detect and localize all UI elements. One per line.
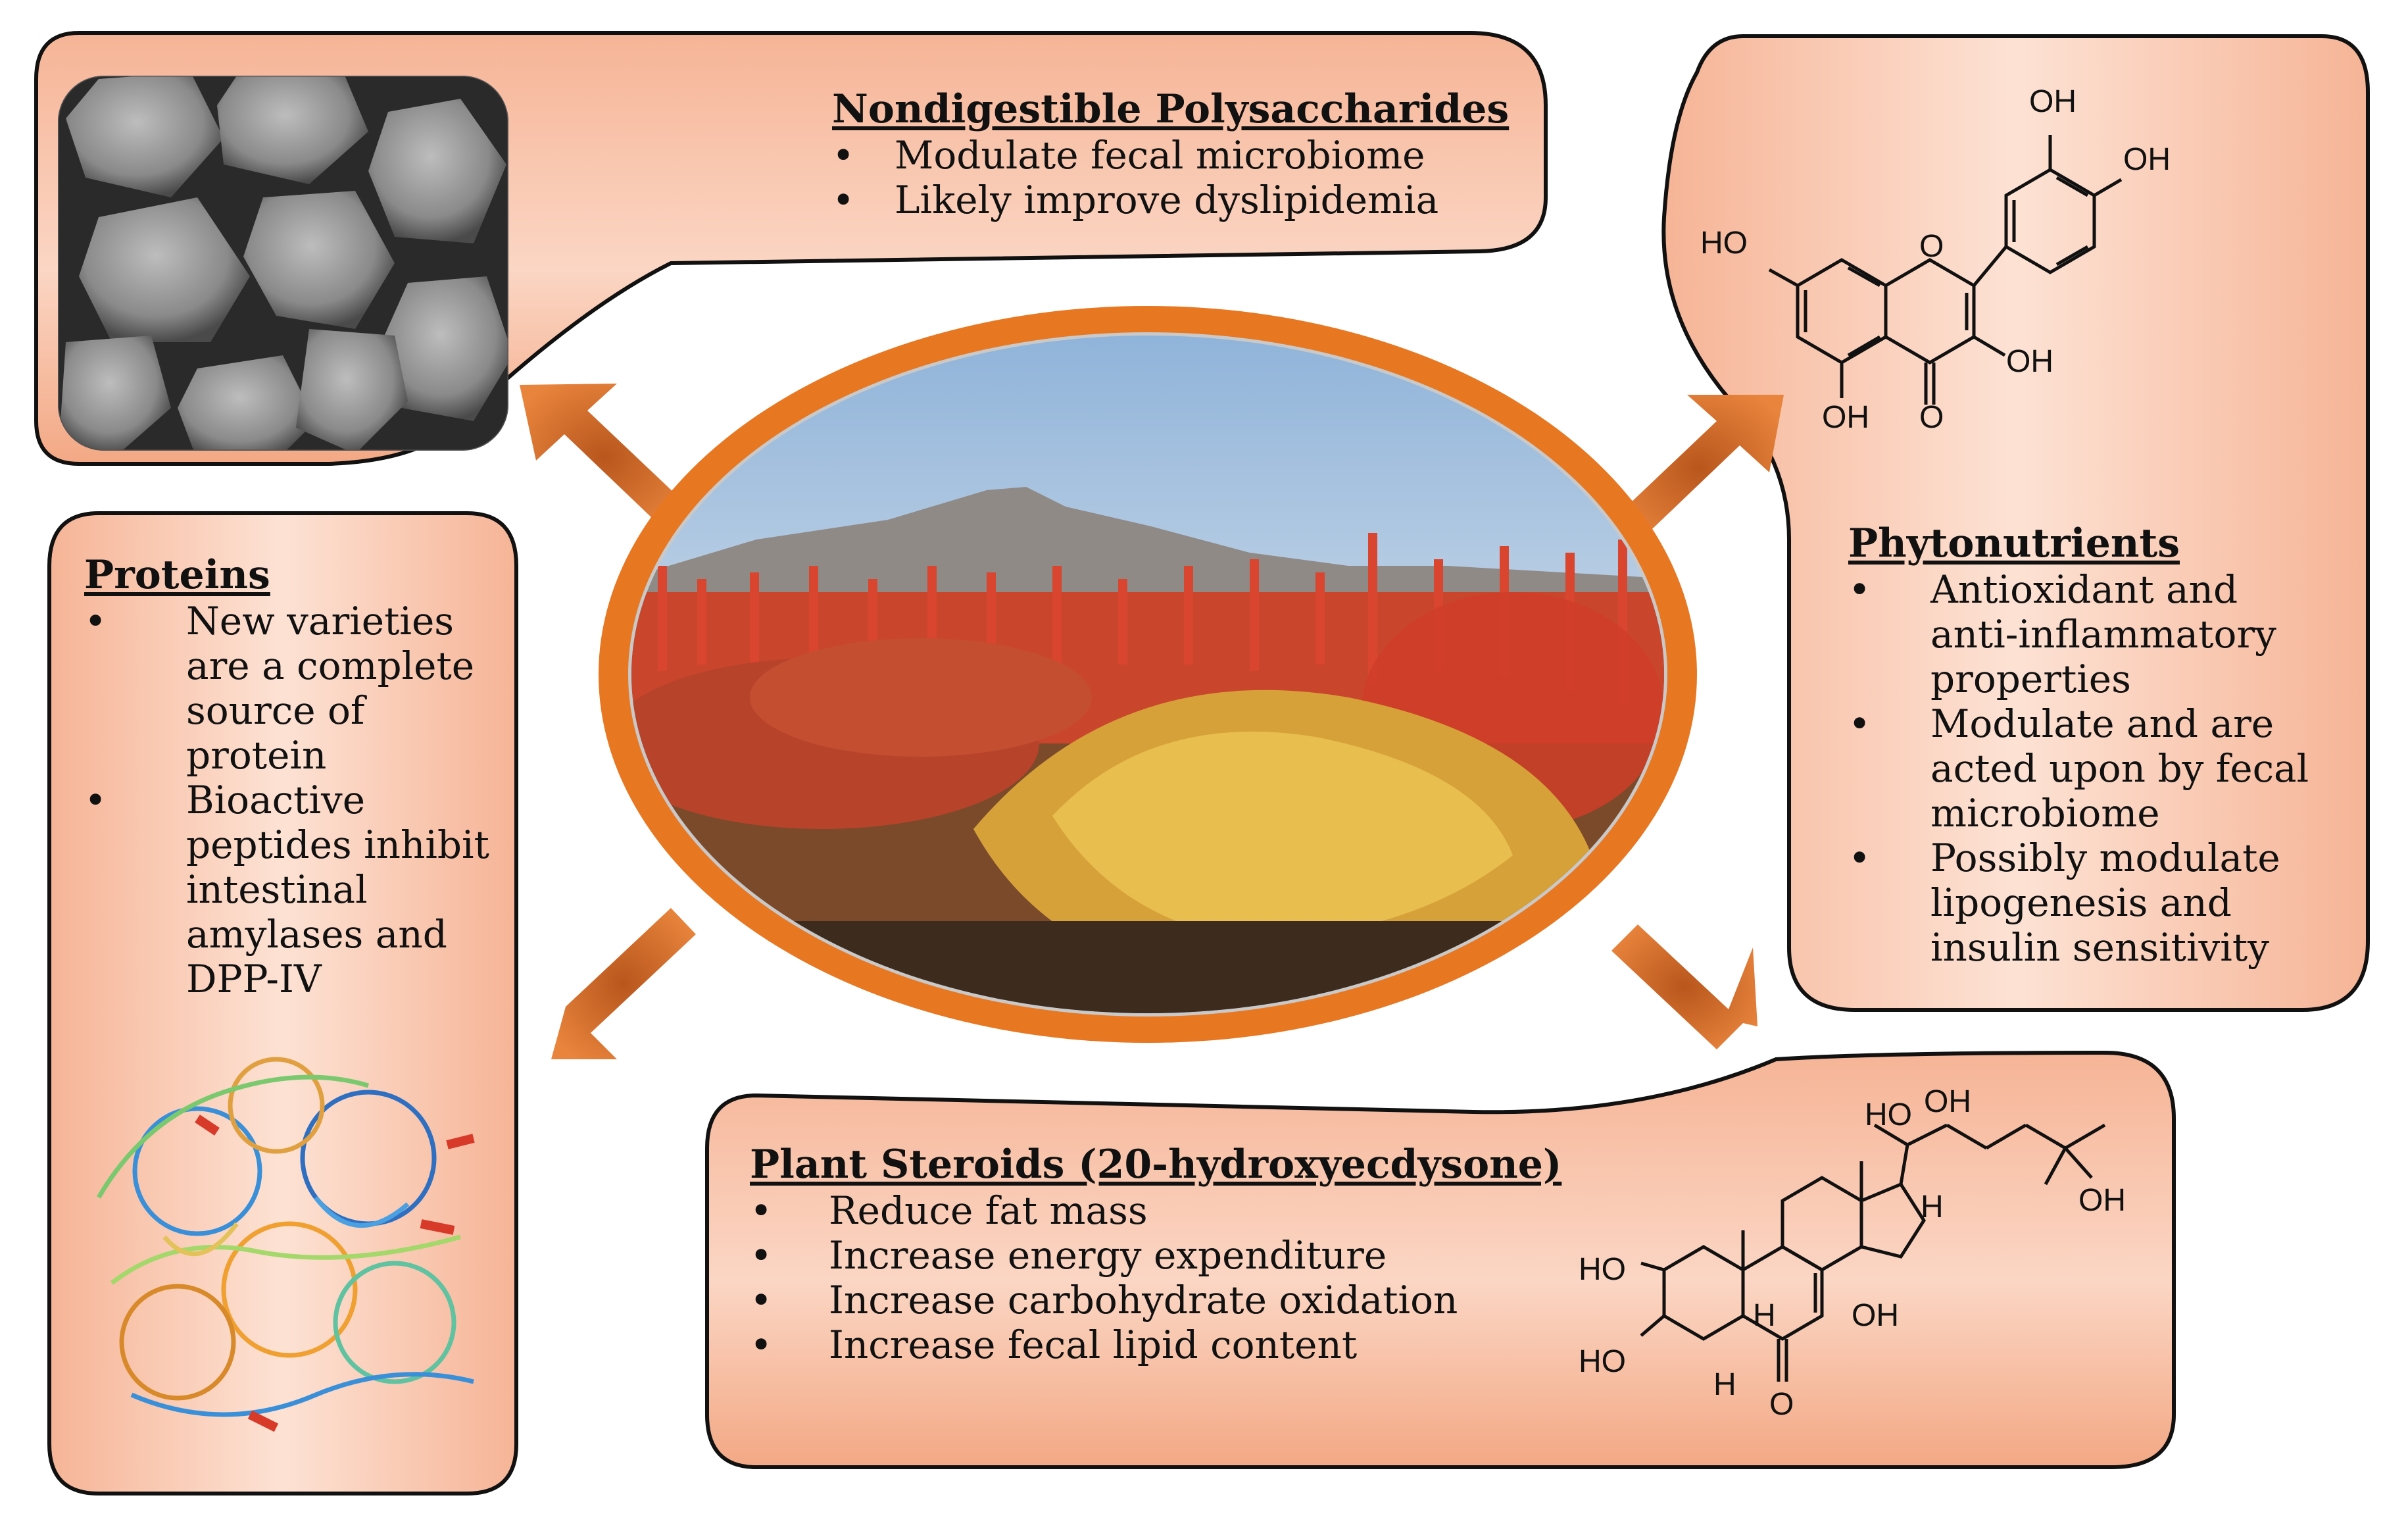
list-item: Bioactive peptides inhibit intestinal am… [84,778,505,1001]
polysaccharides-title: Nondigestible Polysaccharides [832,86,1510,132]
list-item: Modulate and are acted upon by fecal mic… [1848,701,2335,836]
arrow-bottom-left [551,908,696,1059]
ecdysone-ho-top: HO [1865,1097,1912,1132]
arrow-top-left [520,384,689,531]
list-item: Increase energy expenditure [750,1233,1458,1278]
protein-ribbon-structure [96,1057,475,1432]
sem-starch-image [58,76,508,451]
list-item: Modulate fecal microbiome [832,133,1438,178]
plant-steroids-list: Reduce fat mass Increase energy expendit… [750,1188,1458,1367]
list-item: Increase fecal lipid content [750,1322,1458,1367]
ecdysone-oh-mid: OH [1852,1298,1899,1333]
ecdysone-h-side: H [1921,1190,1944,1224]
ecdysone-ho-b: HO [1579,1344,1626,1379]
quercetin-carbonyl-o: O [1919,400,1944,435]
quercetin-oh-a: OH [2029,84,2076,119]
list-item: New varieties are a complete source of p… [84,599,505,778]
ecdysone-structure: HO OH H OH HO HO H OH H O [1579,1084,2126,1422]
arrow-bottom-right [1611,924,1757,1049]
phytonutrients-title: Phytonutrients [1848,520,2180,566]
plant-steroids-title: Plant Steroids (20-hydroxyecdysone) [750,1142,1562,1188]
arrow-top-right [1615,395,1784,541]
ecdysone-oh-top: OH [1924,1084,1971,1119]
ecdysone-o-low: O [1769,1387,1794,1422]
list-item: Antioxidant and anti-inflammatory proper… [1848,567,2335,701]
proteins-list: New varieties are a complete source of p… [84,599,505,1001]
ecdysone-h-mid: H [1753,1298,1776,1333]
ecdysone-h-low: H [1713,1367,1736,1402]
quercetin-oh-c: OH [2006,344,2053,379]
quercetin-structure: OH OH HO O OH OH O [1700,84,2171,435]
quercetin-oh-b: OH [2123,142,2171,177]
ecdysone-ho-a: HO [1579,1252,1626,1287]
polysaccharides-list: Modulate fecal microbiome Likely improve… [832,133,1438,222]
quercetin-oh-bottom: OH [1822,400,1869,435]
list-item: Likely improve dyslipidemia [832,178,1438,222]
list-item: Increase carbohydrate oxidation [750,1278,1458,1322]
quercetin-ring-o: O [1919,229,1944,264]
list-item: Reduce fat mass [750,1188,1458,1233]
quercetin-ho-left: HO [1700,226,1748,261]
ecdysone-oh-side: OH [2078,1183,2126,1218]
proteins-title: Proteins [84,552,270,598]
list-item: Possibly modulate lipogenesis and insuli… [1848,836,2335,970]
phytonutrients-list: Antioxidant and anti-inflammatory proper… [1848,567,2335,970]
